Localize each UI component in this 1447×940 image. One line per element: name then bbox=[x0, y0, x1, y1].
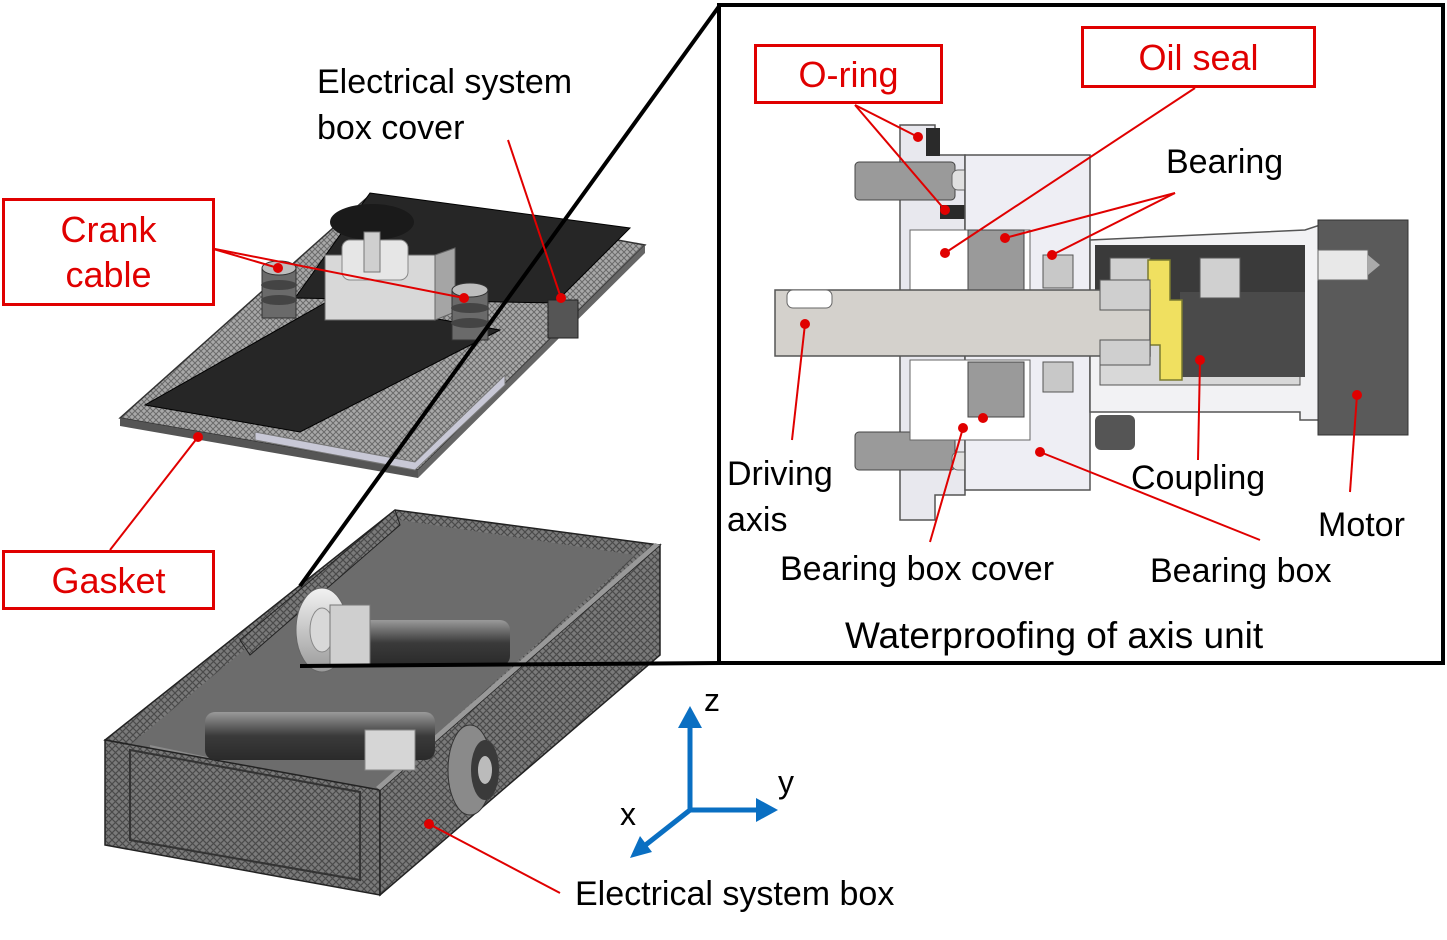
bearing-box-cover-label: Bearing box cover bbox=[780, 550, 1055, 588]
z-axis-label: z bbox=[704, 682, 720, 718]
leader-lines bbox=[109, 87, 1358, 894]
crank-cable-line2: cable bbox=[65, 254, 152, 295]
x-axis-arrow bbox=[641, 808, 692, 849]
oil-seal-callout: Oil seal bbox=[1081, 26, 1316, 88]
x-axis-label: x bbox=[620, 796, 636, 832]
crank-cable-line1: Crank bbox=[60, 209, 157, 250]
axis-unit-cross-section bbox=[774, 124, 1409, 521]
electrical-system-box bbox=[103, 509, 662, 897]
electrical-box-cover-label: Electrical system box cover bbox=[317, 60, 572, 152]
coupling-label: Coupling bbox=[1131, 459, 1266, 497]
leader-dots bbox=[193, 132, 1362, 829]
coordinate-axes bbox=[630, 706, 778, 858]
driving-axis-line2: axis bbox=[727, 500, 788, 539]
axis-unit-lower bbox=[205, 712, 499, 816]
motor-label: Motor bbox=[1318, 506, 1405, 544]
gasket-callout: Gasket bbox=[2, 550, 215, 610]
zoom-line-bottom bbox=[299, 661, 721, 668]
driving-axis-label: Driving axis bbox=[727, 452, 833, 544]
y-axis-label: y bbox=[778, 764, 794, 800]
axis-unit-upper bbox=[295, 587, 510, 673]
electrical-box-cover bbox=[118, 192, 647, 478]
electrical-box-cover-line1: Electrical system bbox=[317, 63, 573, 101]
crank-cable-callout: Crank cable bbox=[2, 198, 215, 306]
z-arrowhead bbox=[678, 706, 702, 728]
zoom-line-top bbox=[298, 3, 722, 588]
gasket-label: Gasket bbox=[51, 559, 166, 601]
o-ring-label: O-ring bbox=[798, 53, 899, 95]
oil-seal-label: Oil seal bbox=[1138, 36, 1259, 78]
electrical-box-cover-line2: box cover bbox=[317, 108, 465, 147]
bearing-label: Bearing bbox=[1166, 143, 1284, 181]
y-arrowhead bbox=[756, 798, 778, 822]
bearing-box-label: Bearing box bbox=[1150, 552, 1332, 590]
crank-cable-left bbox=[261, 260, 297, 319]
inset-title: Waterproofing of axis unit bbox=[845, 615, 1264, 656]
electrical-box-label: Electrical system box bbox=[575, 875, 895, 913]
driving-axis-line1: Driving bbox=[727, 455, 833, 493]
o-ring-callout: O-ring bbox=[754, 44, 943, 104]
x-arrowhead bbox=[630, 836, 652, 858]
